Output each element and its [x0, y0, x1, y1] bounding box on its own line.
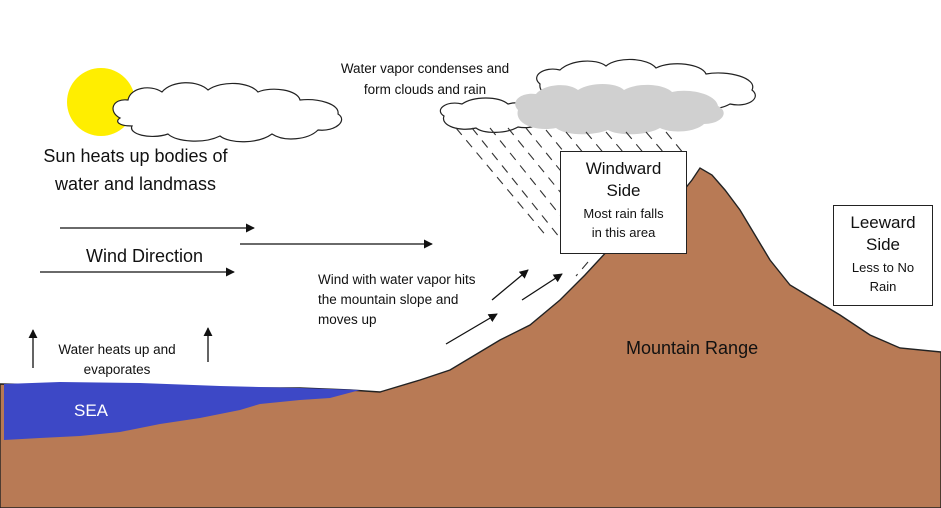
slope-line-2: the mountain slope and [318, 292, 459, 307]
slope-caption: Wind with water vapor hits the mountain … [318, 270, 476, 330]
evaporation-arrows [28, 327, 213, 368]
leeward-title-line-1: Leeward [850, 213, 916, 232]
sun-caption: Sun heats up bodies of water and landmas… [28, 142, 243, 198]
land-mountain [0, 167, 941, 508]
slope-arrows [445, 269, 563, 345]
condense-line-2: form clouds and rain [363, 82, 487, 97]
wind-direction-label: Wind Direction [86, 246, 204, 266]
wind-arrows [40, 223, 433, 277]
sun-line-1: Sun heats up bodies of [43, 146, 228, 166]
windward-desc-line-2: in this area [591, 225, 656, 240]
leeward-desc-line-1: Less to No [851, 260, 915, 275]
windward-side-box: Windward Side Most rain falls in this ar… [560, 151, 687, 254]
evap-line-2: evaporates [83, 362, 151, 377]
leeward-title-line-2: Side [865, 235, 901, 254]
condense-line-1: Water vapor condenses and [340, 61, 510, 76]
rain-cloud [515, 84, 724, 135]
leeward-desc-line-2: Rain [869, 279, 897, 294]
sea-label: SEA [74, 401, 109, 420]
sun-line-2: water and landmass [54, 174, 217, 194]
slope-line-1: Wind with water vapor hits [318, 272, 476, 287]
white-cloud-left [112, 82, 343, 143]
evaporation-caption: Water heats up and evaporates [42, 340, 192, 380]
windward-desc-line-1: Most rain falls [583, 206, 664, 221]
slope-line-3: moves up [318, 312, 377, 327]
sea [4, 382, 360, 440]
condense-caption: Water vapor condenses and form clouds an… [330, 58, 520, 100]
leeward-side-box: Leeward Side Less to No Rain [833, 205, 933, 306]
evap-line-1: Water heats up and [58, 342, 176, 357]
windward-title-line-1: Windward [585, 159, 662, 178]
windward-title-line-2: Side [606, 181, 641, 200]
mountain-range-label: Mountain Range [626, 338, 759, 358]
